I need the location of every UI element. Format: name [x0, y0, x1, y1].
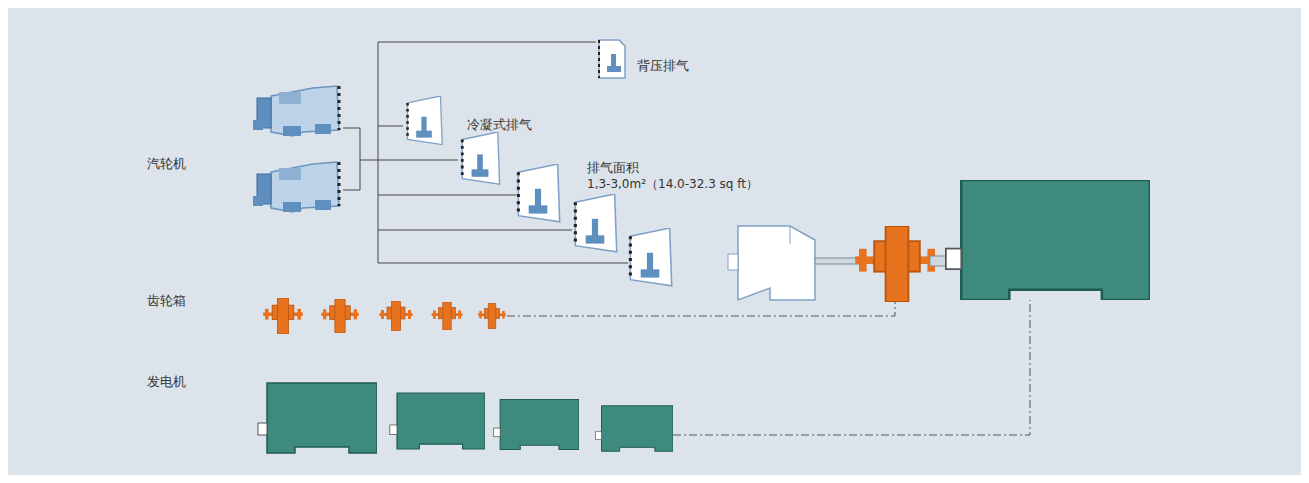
label: 发电机: [147, 374, 186, 390]
label: 1,3-3,0m²（14.0-32.3 sq ft）: [587, 176, 758, 192]
label: 冷凝式排气: [467, 117, 532, 133]
label: 汽轮机: [147, 156, 186, 172]
label: 排气面积: [587, 160, 639, 176]
label: 背压排气: [637, 58, 689, 74]
label: 齿轮箱: [147, 293, 186, 309]
